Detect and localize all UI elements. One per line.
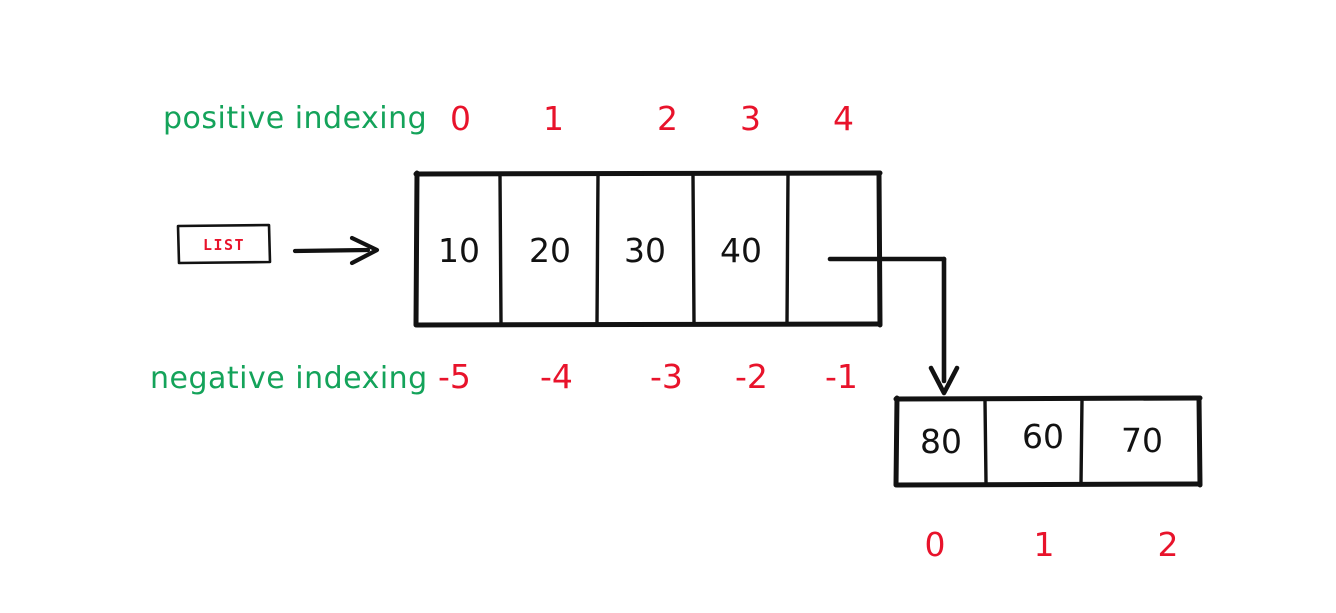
- list-box-label: LIST: [203, 236, 245, 254]
- nested-list-right-border: [1196, 395, 1203, 488]
- nested-list-connector: [827, 256, 960, 396]
- nested-list-divider-2: [1079, 398, 1084, 485]
- main-list-cell-2: 30: [624, 231, 666, 270]
- positive-index-0: 0: [450, 99, 471, 138]
- positive-index-1: 1: [543, 99, 564, 138]
- arrow-right-icon: [292, 235, 380, 266]
- negative-index-1: -4: [540, 357, 573, 396]
- nested-list-left-border: [893, 395, 900, 488]
- main-list-top-border: [413, 170, 883, 177]
- main-list-divider-4: [785, 173, 790, 325]
- main-list-divider-1: [498, 174, 503, 324]
- nested-index-2: 2: [1158, 525, 1179, 564]
- main-list-left-border: [413, 170, 420, 328]
- arrow-right-shaft: [292, 247, 371, 254]
- positive-index-4: 4: [833, 99, 854, 138]
- main-list-divider-2: [595, 173, 600, 325]
- negative-index-4: -1: [825, 357, 858, 396]
- positive-indexing-label: positive indexing: [163, 101, 427, 136]
- nested-list-cell-0: 80: [920, 422, 962, 461]
- main-list-divider-3: [691, 174, 696, 324]
- main-list-cell-3: 40: [720, 231, 762, 270]
- main-list-right-border: [876, 170, 883, 328]
- nested-index-1: 1: [1034, 525, 1055, 564]
- nested-list-top-border: [893, 395, 1203, 402]
- nested-index-0: 0: [925, 525, 946, 564]
- negative-index-2: -3: [650, 357, 683, 396]
- main-list-bottom-border: [414, 321, 882, 328]
- main-list-container: 10 20 30 40: [413, 170, 883, 328]
- arrow-right-head: [349, 235, 380, 266]
- positive-index-3: 3: [740, 99, 761, 138]
- nested-list-divider-1: [983, 399, 988, 484]
- nested-list-bottom-border: [894, 481, 1202, 488]
- positive-index-2: 2: [657, 99, 678, 138]
- main-list-cell-0: 10: [438, 231, 480, 270]
- list-box-outline: [176, 223, 272, 265]
- nested-list-container: 80 60 70: [893, 395, 1203, 488]
- main-list-cell-1: 20: [529, 231, 571, 270]
- arrow-down-icon: [928, 365, 960, 396]
- list-pointer-box: LIST: [176, 223, 272, 265]
- nested-list-cell-1: 60: [1022, 417, 1064, 456]
- negative-indexing-label: negative indexing: [150, 361, 428, 396]
- negative-index-0: -5: [438, 357, 471, 396]
- arrow-down-head: [928, 365, 960, 396]
- negative-index-3: -2: [735, 357, 768, 396]
- nested-list-cell-2: 70: [1121, 421, 1163, 460]
